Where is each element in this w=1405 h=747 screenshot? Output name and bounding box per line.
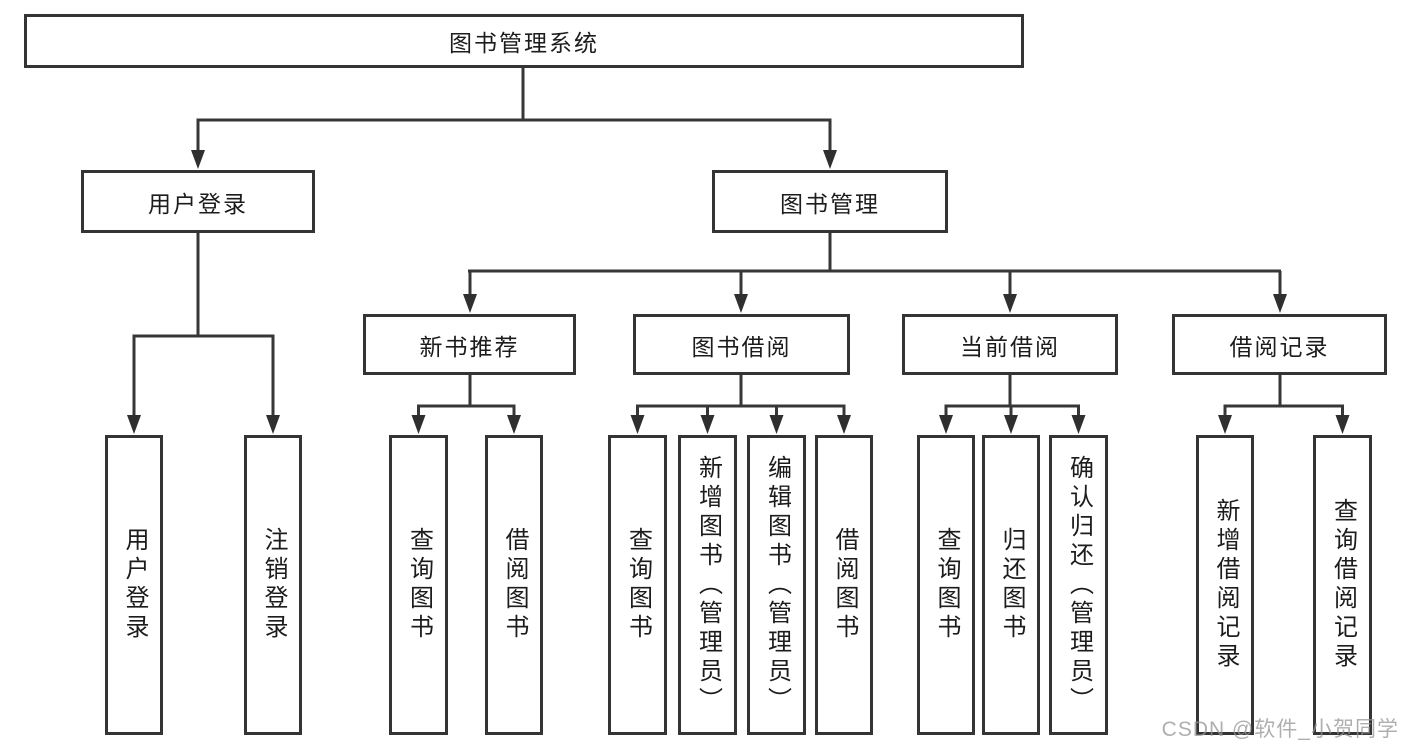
node-root-system: 图书管理系统 — [24, 14, 1024, 68]
node-book-management-branch: 图书管理 — [712, 170, 948, 233]
leaf-borrow-books: 借阅图书 — [815, 435, 873, 735]
leaf-add-books-admin: 新增图书（管理员） — [678, 435, 737, 735]
leaf-user-login: 用户登录 — [105, 435, 163, 735]
leaf-confirm-return-admin: 确认归还（管理员） — [1049, 435, 1108, 735]
node-label: 图书管理 — [780, 190, 880, 217]
leaf-label: 新增借阅记录 — [1212, 498, 1239, 672]
node-new-book-recommend: 新书推荐 — [363, 314, 576, 375]
node-current-borrowing: 当前借阅 — [902, 314, 1118, 375]
node-label: 用户登录 — [148, 190, 248, 217]
leaf-label: 编辑图书（管理员） — [763, 454, 791, 716]
leaf-label: 查询图书 — [405, 527, 433, 643]
node-label: 当前借阅 — [960, 333, 1060, 360]
leaf-label: 借阅图书 — [501, 527, 528, 643]
leaf-query-borrow-record: 查询借阅记录 — [1313, 435, 1372, 735]
leaf-label: 注销登录 — [260, 527, 287, 643]
leaf-label: 查询图书 — [933, 527, 960, 643]
node-label: 新书推荐 — [419, 333, 520, 360]
arrowhead-icons — [127, 150, 1350, 434]
leaf-label: 归还图书 — [998, 527, 1025, 643]
leaf-label: 借阅图书 — [831, 527, 858, 643]
leaf-label: 确认归还（管理员） — [1065, 454, 1093, 716]
leaf-add-borrow-record: 新增借阅记录 — [1196, 435, 1254, 735]
leaf-return-books: 归还图书 — [982, 435, 1040, 735]
node-root-label: 图书管理系统 — [449, 30, 599, 56]
leaf-logout: 注销登录 — [244, 435, 302, 735]
node-book-borrowing: 图书借阅 — [633, 314, 850, 375]
leaf-label: 用户登录 — [121, 527, 148, 643]
leaf-edit-books-admin: 编辑图书（管理员） — [747, 435, 806, 735]
leaf-query-books-current: 查询图书 — [917, 435, 975, 735]
leaf-label: 新增图书（管理员） — [694, 454, 722, 716]
node-user-login-branch: 用户登录 — [81, 170, 315, 233]
leaf-label: 查询借阅记录 — [1329, 498, 1357, 672]
leaf-query-books-recommend: 查询图书 — [389, 435, 448, 735]
node-label: 借阅记录 — [1229, 333, 1330, 360]
leaf-borrow-books-recommend: 借阅图书 — [485, 435, 543, 735]
node-label: 图书借阅 — [691, 333, 792, 360]
leaf-label: 查询图书 — [624, 527, 652, 643]
node-borrowing-records: 借阅记录 — [1172, 314, 1387, 375]
leaf-query-books-borrowing: 查询图书 — [608, 435, 667, 735]
